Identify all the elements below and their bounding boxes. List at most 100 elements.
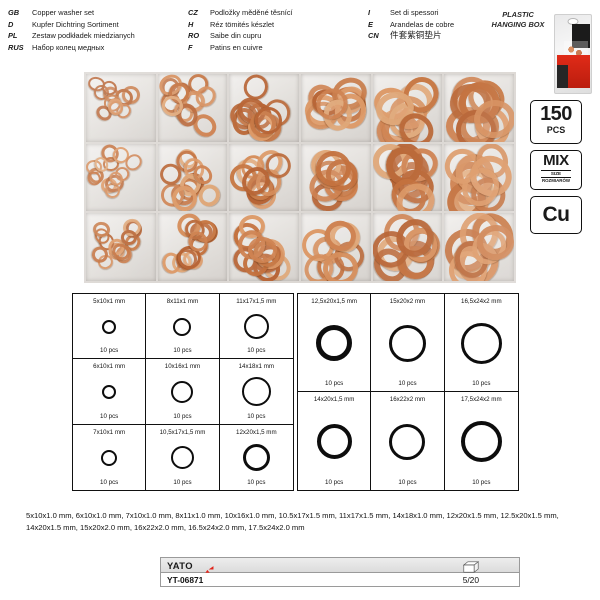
brand-wordmark: YATO	[167, 560, 193, 571]
box-compartment	[86, 74, 156, 142]
badge-mix-sub-en: SIZE	[541, 170, 571, 178]
box-compartment	[157, 213, 228, 281]
box-compartment	[300, 213, 371, 281]
spec-cell-quantity: 10 pcs	[247, 479, 266, 486]
spec-cell-quantity: 10 pcs	[472, 380, 491, 387]
box-compartment	[86, 213, 156, 281]
box-compartment	[300, 74, 371, 142]
washer-ring-diagram	[316, 325, 353, 361]
badge-material: Cu	[530, 196, 582, 234]
spec-cell: 17,5x24x2 mm 10 pcs	[445, 392, 518, 490]
spec-cell-size: 16,5x24x2 mm	[461, 298, 502, 305]
spec-cell-quantity: 10 pcs	[472, 479, 491, 486]
washer-ring-diagram	[388, 324, 426, 362]
spec-cell-size: 11x17x1,5 mm	[236, 298, 277, 305]
washer-ring-diagram	[170, 446, 194, 470]
spec-cell-size: 12x20x1,5 mm	[236, 428, 277, 436]
washer-ring-diagram	[101, 449, 118, 466]
washer-ring-diagram	[460, 322, 502, 364]
washer-ring-diagram	[171, 380, 194, 403]
product-photo	[84, 72, 516, 283]
badge-mix-value: MIX	[543, 152, 569, 169]
copper-washer	[120, 229, 138, 246]
language-code: CN	[368, 31, 379, 41]
language-label: Patins en cuivre	[210, 42, 263, 52]
spec-cell-size: 10,5x17x1,5 mm	[159, 428, 206, 436]
language-column-3: I Set di spessori E Arandelas de cobre C…	[368, 7, 454, 42]
spec-cell-quantity: 10 pcs	[247, 347, 266, 355]
language-column-1: GB Copper washer set D Kupfer Dichtring …	[8, 7, 135, 53]
language-row: RO Saibe din cupru	[188, 30, 293, 42]
language-code: I	[368, 8, 371, 17]
spec-cell-quantity: 10 pcs	[173, 412, 192, 420]
box-compartment	[372, 213, 443, 281]
language-code: GB	[8, 8, 20, 17]
size-list-paragraph: 5x10x1.0 mm, 6x10x1.0 mm, 7x10x1.0 mm, 8…	[26, 511, 559, 533]
box-icon	[462, 560, 480, 573]
box-compartment	[444, 74, 514, 142]
language-label: 件套紫铜垫片	[390, 30, 442, 41]
language-label: Réz tömités készlet	[210, 19, 275, 29]
box-compartment	[86, 143, 156, 212]
badge-piece-count-value: 150	[540, 103, 572, 125]
spec-cell-size: 14x20x1,5 mm	[313, 396, 355, 403]
washer-ring-diagram	[241, 377, 271, 407]
badge-piece-count-unit: PCS	[546, 125, 566, 135]
box-compartment	[444, 143, 514, 212]
language-row: RUS Набор колец медных	[8, 42, 135, 54]
packing-quantity: 5/20	[462, 574, 479, 585]
language-label: Zestaw podkładek miedzianych	[32, 31, 135, 41]
spec-cell-quantity: 10 pcs	[325, 380, 344, 387]
badge-mix: MIX SIZE ROZMIARÓW	[530, 150, 582, 190]
language-row: H Réz tömités készlet	[188, 19, 293, 31]
language-row: CZ Podložky měděné těsnící	[188, 7, 293, 19]
language-code: H	[188, 19, 194, 29]
product-code: YT-06871	[167, 574, 204, 585]
spec-cell-quantity: 10 pcs	[100, 412, 119, 420]
spec-cell: 11x17x1,5 mm 10 pcs	[219, 294, 293, 360]
box-compartment	[300, 143, 371, 212]
language-row: GB Copper washer set	[8, 7, 135, 19]
language-code: F	[188, 42, 193, 52]
badge-material-value: Cu	[542, 203, 571, 226]
language-row: PL Zestaw podkładek miedzianych	[8, 30, 135, 42]
spec-cell: 8x11x1 mm 10 pcs	[146, 294, 220, 360]
spec-cell-size: 8x11x1 mm	[166, 298, 199, 305]
spec-cell-quantity: 10 pcs	[173, 347, 192, 355]
language-row: CN 件套紫铜垫片	[368, 30, 454, 42]
language-label: Set di spessori	[390, 8, 439, 17]
box-compartment	[372, 143, 443, 212]
spec-cell-size: 15x20x2 mm	[389, 298, 426, 305]
badge-mix-sub-pl: ROZMIARÓW	[541, 178, 571, 183]
spec-cell: 10x16x1 mm 10 pcs	[146, 359, 220, 425]
washer-ring-diagram	[243, 314, 269, 340]
assortment-box-compartments	[84, 72, 516, 283]
footer-table: YATO YT-06871 5/20	[160, 557, 520, 587]
box-compartment	[229, 74, 299, 142]
box-compartment	[157, 74, 228, 142]
footer-code-row: YT-06871 5/20	[161, 573, 519, 586]
footer-brand-row: YATO	[161, 558, 519, 573]
language-code: D	[8, 19, 14, 29]
language-row: E Arandelas de cobre	[368, 19, 454, 31]
washer-ring-diagram	[460, 421, 502, 462]
box-compartment	[157, 143, 228, 212]
spec-cell-quantity: 10 pcs	[173, 479, 192, 486]
spec-cell-size: 10x16x1 mm	[164, 363, 201, 371]
language-label: Arandelas de cobre	[390, 19, 455, 29]
spec-cell-size: 17,5x24x2 mm	[461, 396, 502, 403]
washer-ring-diagram	[389, 423, 426, 460]
packaging-caption-line-2: HANGING BOX	[491, 20, 545, 29]
washer-ring-diagram	[102, 384, 117, 399]
language-label: Kupfer Dichtring Sortiment	[32, 19, 119, 29]
washer-ring-diagram	[102, 319, 117, 334]
box-compartment	[444, 213, 514, 281]
language-row: F Patins en cuivre	[188, 42, 293, 54]
